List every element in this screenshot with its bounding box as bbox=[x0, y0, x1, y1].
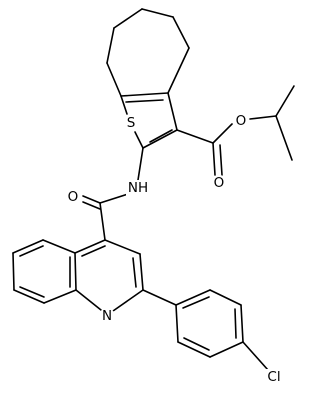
bond bbox=[182, 296, 210, 309]
bond bbox=[249, 115, 277, 120]
atom-label-layer: S O O NH O N Cl bbox=[65, 113, 285, 385]
bond bbox=[99, 193, 129, 204]
bond bbox=[120, 95, 128, 115]
bond bbox=[183, 337, 210, 351]
chlorine-label: Cl bbox=[267, 369, 280, 385]
ester-carbonyl-oxygen-atom: O bbox=[211, 175, 227, 191]
carbonyl-oxygen-label: O bbox=[214, 175, 225, 191]
bond bbox=[219, 144, 223, 176]
bond bbox=[234, 308, 237, 339]
bond bbox=[209, 341, 244, 358]
bond bbox=[74, 239, 106, 254]
bond bbox=[120, 92, 169, 97]
bond bbox=[176, 129, 214, 144]
quinoline-nitrogen-label: N bbox=[102, 308, 112, 324]
sulfur-atom: S bbox=[123, 115, 139, 131]
bond bbox=[240, 304, 244, 343]
bond bbox=[275, 115, 293, 161]
bond bbox=[275, 85, 295, 117]
amide-oxygen-label: O bbox=[68, 189, 79, 205]
bond bbox=[82, 195, 101, 204]
bond bbox=[134, 131, 144, 149]
bond bbox=[132, 257, 137, 288]
ester-oxygen-label: O bbox=[236, 113, 247, 129]
bond bbox=[75, 289, 102, 311]
ester-ether-oxygen-atom: O bbox=[233, 113, 249, 129]
bond bbox=[175, 304, 179, 343]
bond bbox=[177, 341, 211, 358]
bond bbox=[137, 147, 144, 181]
bond bbox=[106, 27, 115, 64]
bond bbox=[104, 239, 141, 255]
amide-nh-label: NH bbox=[128, 180, 148, 196]
bond bbox=[209, 289, 242, 306]
bond bbox=[212, 123, 233, 144]
bond bbox=[112, 289, 144, 312]
quinoline-nitrogen-atom: N bbox=[99, 308, 115, 324]
chemical-structure-diagram: S O O NH O N Cl bbox=[12, 8, 295, 385]
bond bbox=[242, 341, 269, 371]
bond bbox=[113, 8, 143, 29]
bond-layer bbox=[12, 8, 295, 371]
bond bbox=[81, 245, 106, 257]
bond bbox=[74, 252, 77, 291]
bond bbox=[125, 99, 164, 103]
bond bbox=[12, 252, 15, 291]
chlorine-atom: Cl bbox=[263, 369, 285, 385]
amide-oxygen-atom: O bbox=[65, 189, 81, 205]
amide-nitrogen-atom: NH bbox=[126, 180, 152, 196]
bond bbox=[142, 129, 178, 149]
bond bbox=[167, 47, 190, 94]
bond bbox=[149, 129, 173, 143]
bond bbox=[42, 239, 76, 254]
bond bbox=[172, 16, 190, 49]
bond bbox=[99, 202, 106, 241]
bond bbox=[19, 245, 44, 257]
bond bbox=[13, 289, 45, 304]
bond bbox=[142, 289, 177, 306]
bond bbox=[139, 253, 144, 291]
sulfur-label: S bbox=[127, 115, 136, 131]
bond bbox=[82, 201, 101, 210]
bond bbox=[141, 8, 174, 18]
bond bbox=[43, 289, 77, 304]
bond bbox=[106, 62, 122, 97]
bond bbox=[12, 239, 44, 254]
bond bbox=[212, 142, 216, 176]
bond bbox=[175, 289, 211, 306]
bond bbox=[19, 286, 45, 298]
bond bbox=[167, 92, 178, 131]
